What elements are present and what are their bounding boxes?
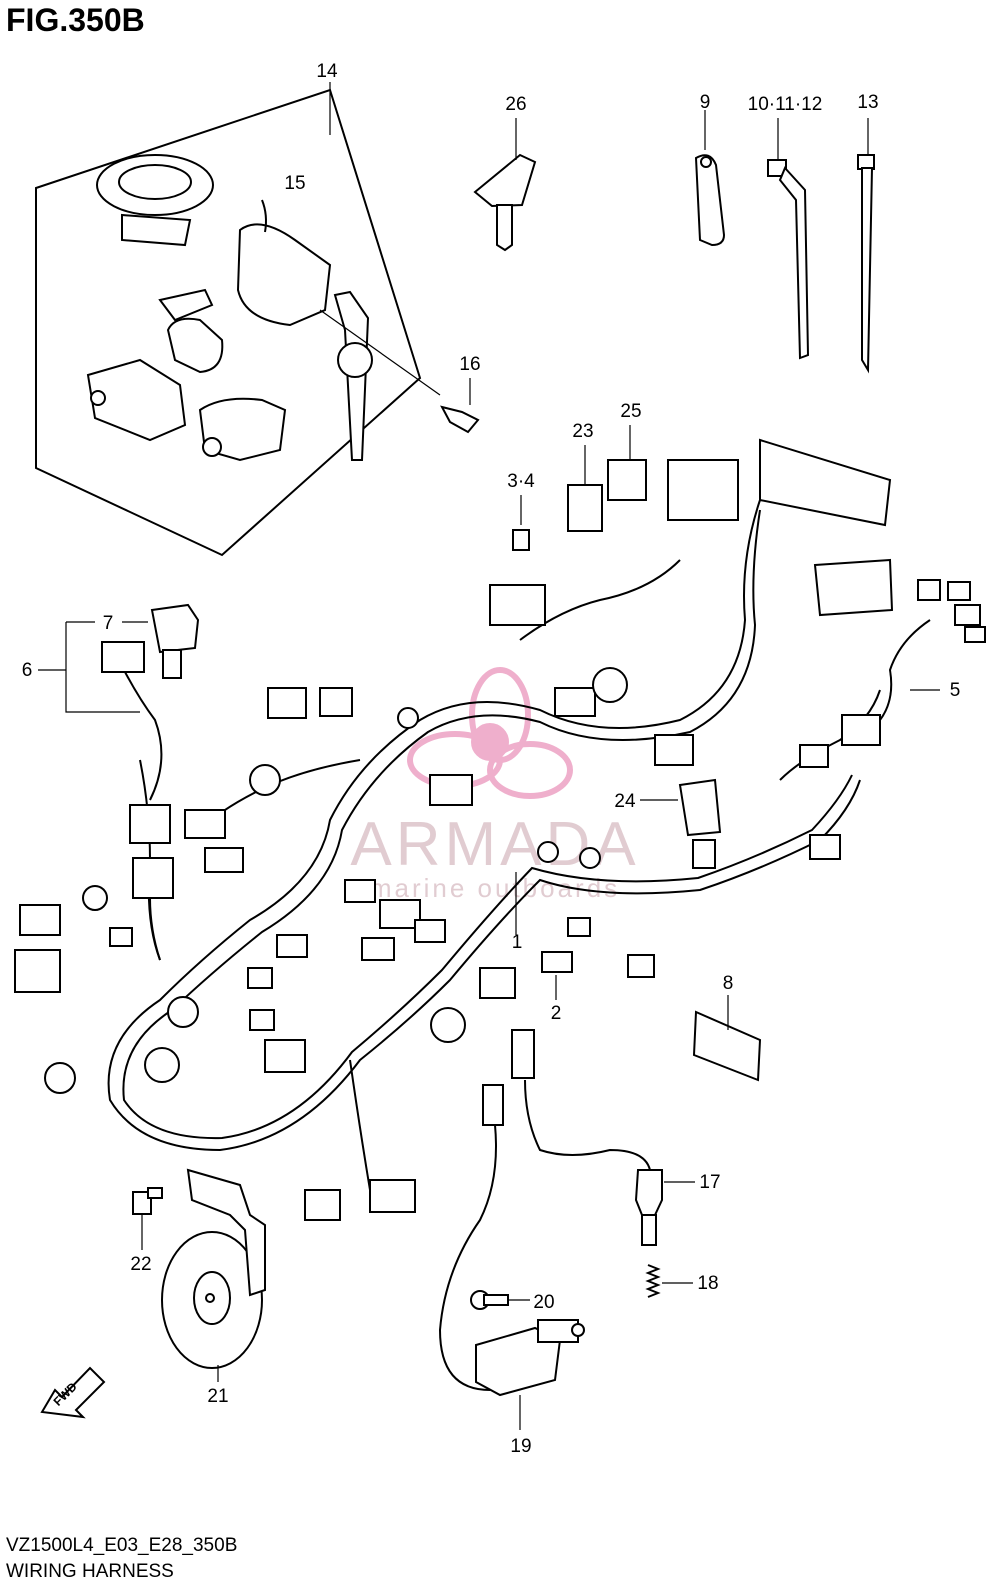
section-name: WIRING HARNESS	[6, 1561, 174, 1582]
watermark: ARMADA marine outboards	[350, 667, 639, 903]
callout-2: 2	[551, 1003, 562, 1024]
fuse-2	[541, 951, 573, 1000]
spring-18	[645, 1264, 693, 1298]
harness-connectors	[14, 584, 694, 1221]
callout-25: 25	[620, 401, 641, 422]
sub-harness-6	[38, 603, 200, 961]
callout-13: 13	[857, 92, 878, 113]
front-brake-switch-19	[438, 1084, 585, 1430]
callout-6: 6	[22, 660, 33, 681]
relay-25	[607, 425, 647, 501]
right-branch-connectors	[692, 744, 841, 869]
callout-labels: 14 15 16 26 9 10·11·12 13 23 25 3·4 7 6 …	[22, 61, 961, 1457]
callout-26: 26	[505, 94, 526, 115]
ecm-connector	[667, 438, 894, 617]
callout-15: 15	[284, 173, 305, 194]
callout-16: 16	[459, 354, 480, 375]
callout-22: 22	[130, 1254, 151, 1275]
callout-21: 21	[207, 1386, 228, 1407]
clamp-9	[694, 110, 726, 247]
callout-5: 5	[950, 680, 961, 701]
watermark-brand: ARMADA	[350, 810, 639, 879]
fuse-3-4	[512, 495, 530, 551]
bolt-22	[132, 1187, 163, 1250]
relay-23	[567, 445, 603, 532]
callout-24: 24	[614, 791, 636, 812]
sub-harness-5	[841, 579, 986, 746]
callout-8: 8	[723, 973, 734, 994]
callout-19: 19	[510, 1436, 531, 1457]
callout-3-4: 3·4	[507, 471, 535, 492]
key-blank-26	[473, 118, 537, 252]
callout-10-11-12: 10·11·12	[748, 94, 823, 115]
ignition-switch-set-box	[35, 82, 422, 557]
callout-1: 1	[512, 932, 523, 953]
relay-24	[640, 778, 722, 837]
rear-brake-switch-17	[511, 1029, 695, 1246]
clamp-10-11-12	[767, 118, 810, 360]
callout-23: 23	[572, 421, 593, 442]
ignition-switch-assembly	[86, 154, 441, 462]
screw-16	[440, 378, 480, 434]
callout-17: 17	[699, 1172, 720, 1193]
model-code: VZ1500L4_E03_E28_350B	[6, 1535, 238, 1556]
cable-tie-13	[857, 118, 875, 374]
figure-title: FIG.350B	[6, 2, 145, 38]
callout-20: 20	[533, 1292, 554, 1313]
callout-14: 14	[316, 61, 338, 82]
callout-7: 7	[103, 613, 114, 634]
callout-9: 9	[700, 92, 711, 113]
callout-18: 18	[697, 1273, 718, 1294]
screw-20	[470, 1290, 530, 1310]
forward-direction-icon: FWD	[40, 1366, 106, 1419]
horn-21	[161, 1168, 266, 1382]
label-8	[692, 995, 762, 1082]
